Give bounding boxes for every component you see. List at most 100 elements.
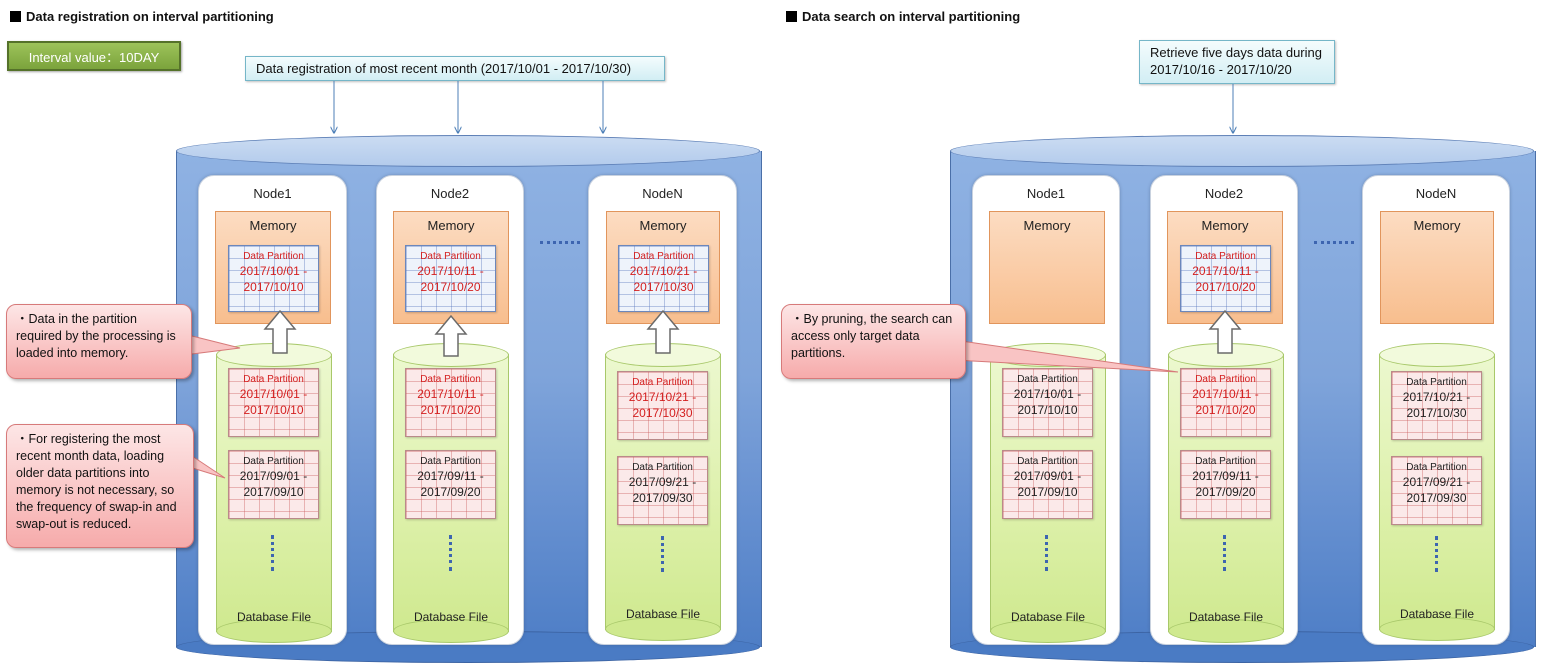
callout-pointer: [953, 339, 1179, 373]
square-bullet-icon: [786, 11, 797, 22]
partition-title: Data Partition: [243, 456, 304, 467]
db-data-partition: Data Partition 2017/10/01 - 2017/10/10: [1002, 368, 1093, 437]
database-file-bottom: [1379, 617, 1495, 641]
callout-text: ・By pruning, the search can access only …: [791, 312, 953, 360]
partition-start: 2017/10/11 -: [1192, 387, 1259, 401]
partition-end: 2017/10/20: [1195, 280, 1256, 294]
partition-start: 2017/09/21 -: [628, 475, 697, 489]
partition-end: 2017/10/30: [632, 406, 693, 420]
partition-start: 2017/10/01 -: [239, 264, 308, 278]
vertical-ellipsis-icon: [1223, 535, 1229, 571]
partition-start: 2017/10/21 -: [629, 264, 698, 278]
database-file-label: Database File: [625, 607, 701, 621]
memory-label: Memory: [1201, 218, 1249, 233]
db-data-partition: Data Partition 2017/10/11 - 2017/10/20: [1180, 368, 1271, 437]
memory-data-partition: Data Partition 2017/10/11 - 2017/10/20: [1180, 245, 1271, 312]
callout-load-into-memory: ・Data in the partition required by the p…: [6, 304, 192, 379]
partition-end: 2017/10/20: [420, 280, 481, 294]
node-title: Node2: [430, 186, 470, 201]
partition-end: 2017/09/30: [1406, 491, 1467, 505]
callout-text: ・Data in the partition required by the p…: [16, 312, 176, 360]
partition-title: Data Partition: [1017, 374, 1078, 385]
vertical-ellipsis-icon: [1435, 536, 1441, 572]
partition-start: 2017/10/11 -: [1192, 264, 1259, 278]
database-file-label: Database File: [1188, 610, 1264, 624]
partition-start: 2017/10/11 -: [417, 264, 484, 278]
partition-title: Data Partition: [1195, 251, 1256, 262]
partition-start: 2017/09/21 -: [1402, 475, 1471, 489]
partition-title: Data Partition: [633, 251, 694, 262]
database-file-top: [1379, 343, 1495, 367]
memory-label: Memory: [427, 218, 475, 233]
database-file-bottom: [216, 619, 332, 643]
db-data-partition: Data Partition 2017/10/11 - 2017/10/20: [405, 368, 496, 437]
partition-start: 2017/09/01 -: [1013, 469, 1082, 483]
partition-title: Data Partition: [1017, 456, 1078, 467]
partition-title: Data Partition: [243, 251, 304, 262]
node-title: Node1: [253, 186, 292, 201]
database-file-bottom: [605, 617, 721, 641]
registration-source-label: Data registration of most recent month (…: [245, 56, 665, 81]
partition-end: 2017/10/10: [243, 403, 304, 417]
database-file-bottom: [393, 619, 509, 643]
cluster-cylinder-top: [176, 135, 760, 167]
memory-data-partition: Data Partition 2017/10/21 - 2017/10/30: [618, 245, 709, 312]
memory-block: [1380, 211, 1494, 324]
search-query-label: Retrieve five days data during 2017/10/1…: [1139, 40, 1335, 84]
interval-value-box: Interval value：10DAY: [7, 41, 181, 71]
registration-source-text: Data registration of most recent month (…: [256, 61, 632, 76]
database-file-label: Database File: [413, 610, 489, 624]
db-data-partition: Data Partition 2017/10/21 - 2017/10/30: [1391, 371, 1482, 440]
vertical-ellipsis-icon: [1045, 535, 1051, 571]
database-file-label: Database File: [1010, 610, 1086, 624]
heading-registration: Data registration on interval partitioni…: [10, 9, 274, 24]
partition-end: 2017/10/20: [420, 403, 481, 417]
memory-label: Memory: [639, 218, 687, 233]
memory-label: Memory: [249, 218, 297, 233]
load-up-arrow-icon: [1208, 309, 1242, 354]
partition-start: 2017/09/01 -: [239, 469, 308, 483]
node-title: NodeN: [642, 186, 683, 201]
horizontal-ellipsis-icon: [1314, 241, 1354, 247]
db-data-partition: Data Partition 2017/09/11 - 2017/09/20: [1180, 450, 1271, 519]
memory-label: Memory: [1413, 218, 1461, 233]
database-file-bottom: [990, 619, 1106, 643]
load-up-arrow-icon: [434, 314, 468, 357]
partition-start: 2017/10/01 -: [239, 387, 308, 401]
square-bullet-icon: [10, 11, 21, 22]
database-file-label: Database File: [236, 610, 312, 624]
callout-text: ・For registering the most recent month d…: [16, 432, 177, 531]
callout-pruning: ・By pruning, the search can access only …: [781, 304, 966, 379]
partition-start: 2017/09/11 -: [1192, 469, 1259, 483]
vertical-ellipsis-icon: [449, 535, 455, 571]
memory-label: Memory: [1023, 218, 1071, 233]
db-data-partition: Data Partition 2017/09/01 - 2017/09/10: [228, 450, 319, 519]
db-data-partition: Data Partition 2017/09/01 - 2017/09/10: [1002, 450, 1093, 519]
partition-end: 2017/10/10: [1017, 403, 1078, 417]
partition-end: 2017/09/20: [420, 485, 481, 499]
heading-text: Data registration on interval partitioni…: [26, 9, 274, 24]
partition-title: Data Partition: [420, 251, 481, 262]
memory-block: [989, 211, 1105, 324]
partition-end: 2017/10/30: [1406, 406, 1467, 420]
partition-end: 2017/09/30: [632, 491, 693, 505]
heading-search: Data search on interval partitioning: [786, 9, 1020, 24]
node-title: Node2: [1204, 186, 1244, 201]
partition-title: Data Partition: [243, 374, 304, 385]
db-data-partition: Data Partition 2017/09/21 - 2017/09/30: [617, 456, 708, 525]
partition-title: Data Partition: [632, 377, 693, 388]
database-file-bottom: [1168, 619, 1284, 643]
partition-title: Data Partition: [420, 374, 481, 385]
vertical-ellipsis-icon: [271, 535, 277, 571]
node-title: Node1: [1026, 186, 1066, 201]
partition-end: 2017/10/30: [633, 280, 694, 294]
horizontal-ellipsis-icon: [540, 241, 580, 247]
load-up-arrow-icon: [646, 309, 680, 354]
db-data-partition: Data Partition 2017/10/21 - 2017/10/30: [617, 371, 708, 440]
partition-end: 2017/10/20: [1195, 403, 1256, 417]
db-data-partition: Data Partition 2017/09/11 - 2017/09/20: [405, 450, 496, 519]
partition-start: 2017/10/11 -: [417, 387, 484, 401]
db-data-partition: Data Partition 2017/10/01 - 2017/10/10: [228, 368, 319, 437]
search-query-text: Retrieve five days data during 2017/10/1…: [1150, 45, 1322, 77]
